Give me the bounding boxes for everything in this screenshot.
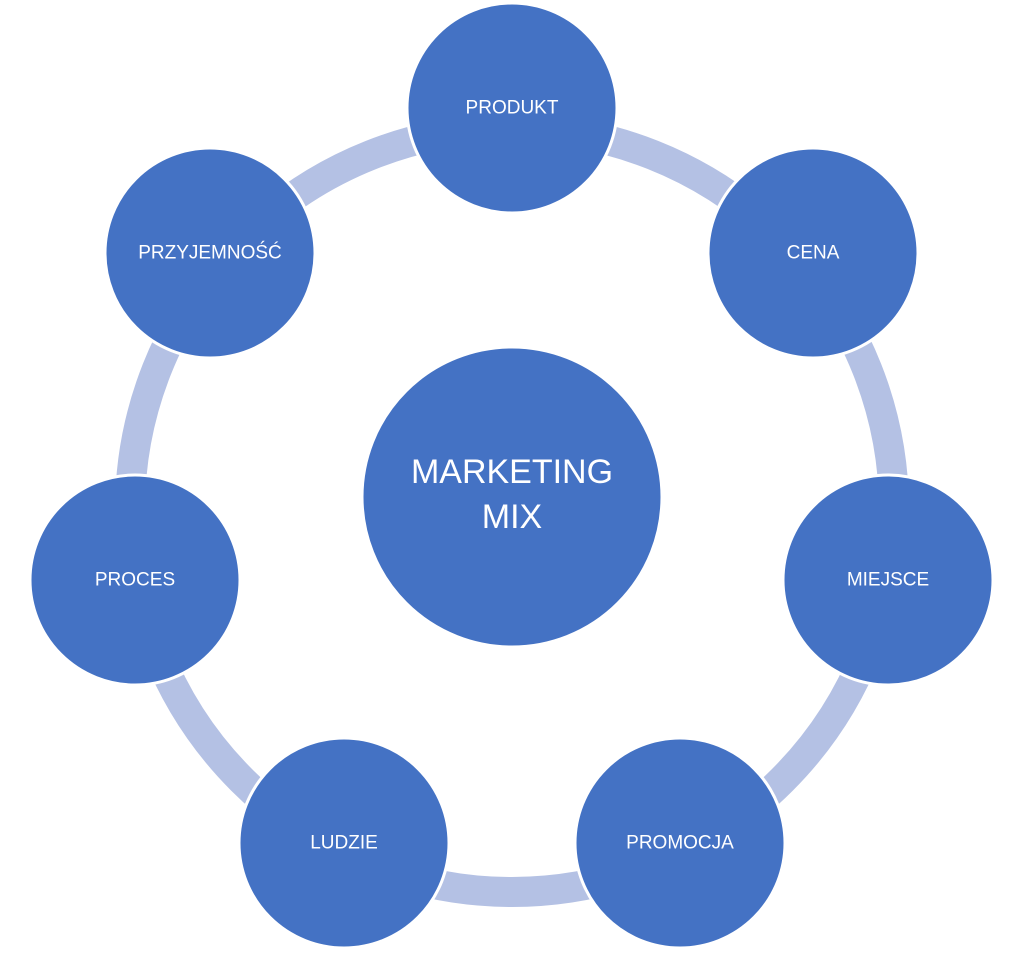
node-promocja: PROMOCJA [573, 736, 787, 950]
node-miejsce-label: MIEJSCE [847, 570, 929, 591]
node-promocja-label: PROMOCJA [626, 833, 734, 854]
node-promocja-circle [573, 736, 787, 950]
node-ludzie-label: LUDZIE [310, 833, 378, 854]
center-node-label-line2: MIX [482, 498, 542, 536]
node-proces-label: PROCES [95, 570, 175, 591]
center-node: MARKETING MIX [360, 345, 664, 649]
node-produkt-label: PRODUKT [466, 98, 559, 119]
node-proces-circle [28, 473, 242, 687]
node-przyjemnosc-label: PRZYJEMNOŚĆ [138, 242, 282, 264]
node-proces: PROCES [28, 473, 242, 687]
center-node-label-line1: MARKETING [411, 453, 613, 491]
node-miejsce: MIEJSCE [781, 473, 995, 687]
node-przyjemnosc: PRZYJEMNOŚĆ [103, 146, 317, 360]
center-node-circle [360, 345, 664, 649]
node-ludzie-circle [237, 736, 451, 950]
node-produkt: PRODUKT [405, 1, 619, 215]
node-ludzie: LUDZIE [237, 736, 451, 950]
node-produkt-circle [405, 1, 619, 215]
node-cena: CENA [706, 146, 920, 360]
node-miejsce-circle [781, 473, 995, 687]
node-cena-label: CENA [787, 243, 840, 264]
node-przyjemnosc-circle [103, 146, 317, 360]
node-cena-circle [706, 146, 920, 360]
